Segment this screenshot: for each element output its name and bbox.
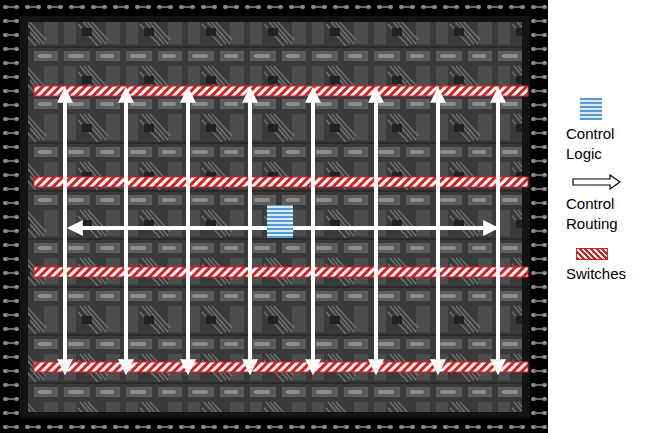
- routing-arrow: [63, 90, 67, 372]
- routing-arrow: [374, 90, 378, 372]
- pad-ring: [0, 0, 548, 433]
- control-logic-block: [267, 205, 293, 238]
- legend-label: Control Routing: [566, 194, 642, 234]
- legend-swatch: [576, 248, 608, 260]
- legend-label: Control Logic: [566, 124, 642, 164]
- routing-arrow: [186, 90, 190, 372]
- control-routing: [65, 90, 498, 372]
- routing-arrow: [248, 90, 252, 372]
- routing-arrow: [496, 90, 500, 372]
- core-border: [20, 16, 530, 418]
- legend-item: Switches: [566, 248, 642, 284]
- arrow-shape: [573, 175, 620, 189]
- switch-bars: [34, 86, 528, 372]
- switch-bar: [34, 86, 528, 96]
- switch-bar: [34, 177, 528, 187]
- routing-arrow: [124, 90, 128, 372]
- switch-bar: [34, 362, 528, 372]
- legend-item: Control Routing: [566, 174, 642, 234]
- legend-item: Control Logic: [566, 98, 642, 164]
- routing-arrow: [436, 90, 440, 372]
- switch-bar: [34, 267, 528, 277]
- routing-arrow: [311, 90, 315, 372]
- legend-label: Switches: [566, 264, 642, 284]
- legend-swatch: [580, 98, 602, 120]
- chip-layout: [0, 0, 548, 433]
- core-cells: [28, 22, 522, 412]
- legend-arrow-sample: [572, 174, 622, 190]
